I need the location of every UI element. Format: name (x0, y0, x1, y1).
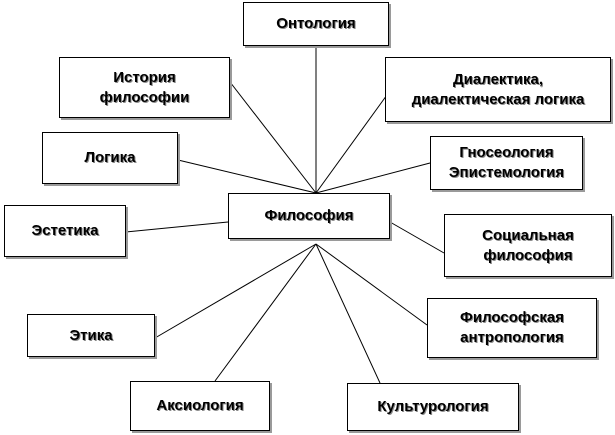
node-dialectics: Диалектика, диалектическая логика (385, 57, 611, 122)
link-social (389, 221, 445, 254)
link-gnoseology (315, 162, 431, 194)
node-logic-label: Логика (84, 149, 136, 166)
node-anthropology-label: Философская антропология (460, 309, 564, 346)
link-culturology (315, 243, 381, 384)
node-aesthetics-label: Эстетика (31, 222, 99, 239)
node-logic: Логика (42, 132, 178, 184)
link-history (229, 81, 317, 194)
node-social-philosophy: Социальная философия (444, 214, 612, 277)
link-dialectics (315, 87, 393, 194)
link-ethics (154, 243, 317, 339)
link-axiology (214, 243, 317, 382)
node-culturology: Культурология (347, 383, 519, 431)
node-ethics: Этика (27, 314, 155, 357)
link-anthropology (315, 243, 428, 326)
link-aesthetics (125, 221, 229, 233)
node-ethics-label: Этика (69, 326, 113, 344)
node-axiology: Аксиология (130, 381, 270, 431)
node-philosophical-anthropology: Философская антропология (427, 298, 597, 358)
node-culturology-label: Культурология (377, 398, 489, 415)
node-gnoseology-label: Гносеология Эпистемология (448, 144, 565, 181)
node-axiology-label: Аксиология (156, 397, 244, 414)
node-philosophy-label: Философия (264, 207, 354, 224)
node-philosophy: Философия (228, 193, 390, 239)
node-gnoseology: Гносеология Эпистемология (430, 136, 583, 190)
link-logic (177, 159, 317, 194)
node-ontology: Онтология (243, 2, 389, 46)
node-dialectics-label: Диалектика, диалектическая логика (411, 70, 585, 108)
node-ontology-label: Онтология (276, 15, 356, 32)
node-social-label: Социальная философия (482, 226, 574, 264)
node-history-of-philosophy: История философии (59, 57, 230, 118)
node-aesthetics: Эстетика (4, 205, 126, 257)
node-history-label: История философии (99, 68, 190, 106)
